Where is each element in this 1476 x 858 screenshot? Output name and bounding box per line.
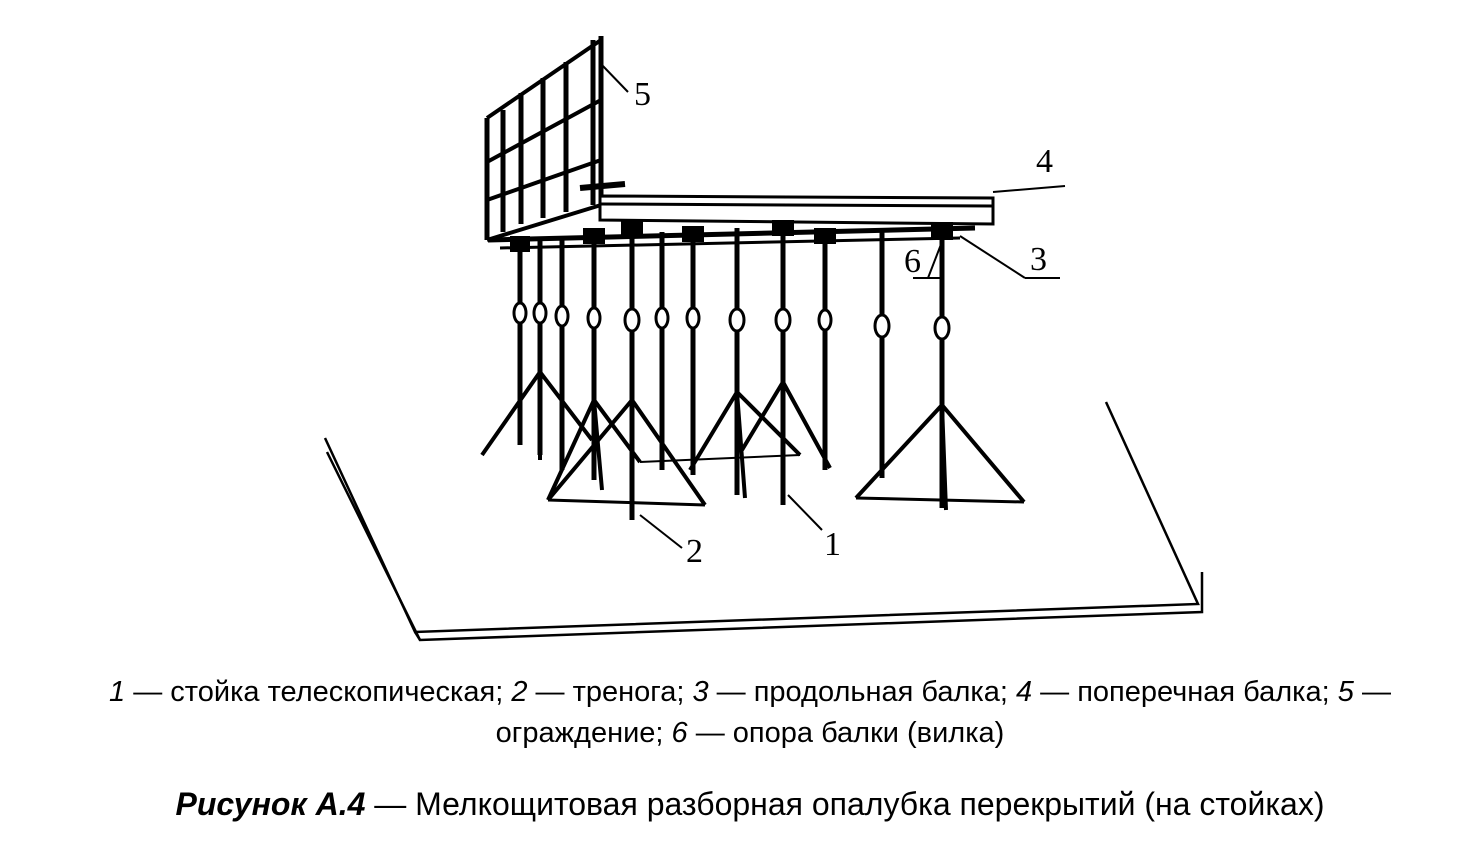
caption-text: — Мелкощитовая разборная опалубка перекр… — [365, 786, 1325, 822]
legend-text-6: — опора балки (вилка) — [687, 717, 1005, 749]
legend-text-1: — стойка телескопическая; — [125, 676, 512, 708]
guard-railing — [484, 36, 604, 242]
legend-text-2: — тренога; — [527, 676, 693, 708]
legend-num-1: 1 — [109, 676, 126, 708]
callout-2: 2 — [686, 533, 703, 570]
figure-caption: Рисунок А.4 — Мелкощитовая разборная опа… — [60, 782, 1440, 826]
legend-text-3: — продольная балка; — [708, 676, 1016, 708]
legend-num-6: 6 — [671, 717, 688, 749]
callout-labels: 5 4 3 6 1 2 — [634, 76, 1053, 570]
callout-3: 3 — [1030, 241, 1047, 278]
caption-prefix: Рисунок А.4 — [175, 786, 366, 822]
telescopic-props — [517, 226, 945, 520]
callout-1: 1 — [824, 526, 841, 563]
legend-num-2: 2 — [511, 676, 528, 708]
legend-text-4: — поперечная балка; — [1032, 676, 1338, 708]
callout-5: 5 — [634, 76, 651, 113]
legend-num-3: 3 — [692, 676, 709, 708]
formwork-figure: 5 4 3 6 1 2 — [323, 36, 1204, 642]
tripods — [480, 370, 1026, 520]
legend-text-5: — ограждение; — [495, 676, 1391, 749]
prop-clamps — [512, 301, 951, 341]
legend-num-4: 4 — [1015, 676, 1033, 708]
transverse-beam — [579, 181, 995, 226]
figure-legend: 1 — стойка телескопическая; 2 — тренога;… — [60, 672, 1440, 754]
callout-4: 4 — [1036, 143, 1053, 180]
base-slab — [323, 401, 1204, 642]
fork-supports — [510, 220, 953, 252]
callout-leaders — [600, 63, 1066, 549]
legend-num-5: 5 — [1337, 676, 1354, 708]
callout-6: 6 — [904, 243, 921, 280]
